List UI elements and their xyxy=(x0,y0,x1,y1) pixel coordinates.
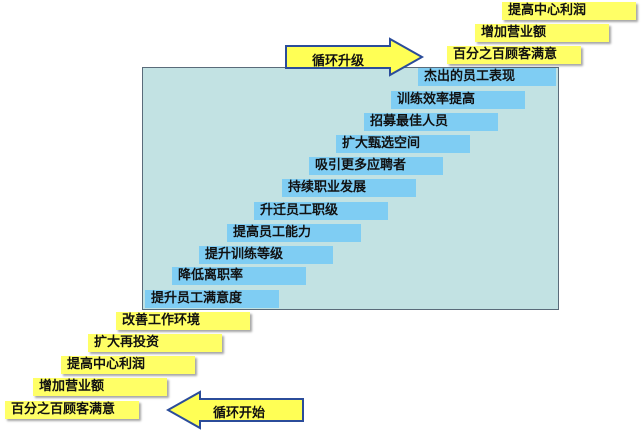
inner-step-2: 降低离职率 xyxy=(172,267,306,285)
inner-step-7: 吸引更多应聘者 xyxy=(309,157,443,175)
start-step-reinvest: 扩大再投资 xyxy=(88,334,222,352)
inner-step-4: 提高员工能力 xyxy=(227,224,361,242)
upgrade-step-customer-satisfaction: 百分之百顾客满意 xyxy=(447,46,581,64)
inner-step-5: 升迁员工职级 xyxy=(254,202,388,220)
upgrade-arrow-shape xyxy=(285,37,425,77)
start-step-raise-profit: 提高中心利润 xyxy=(61,356,195,374)
inner-step-11: 杰出的员工表现 xyxy=(418,68,556,86)
inner-step-10: 训练效率提高 xyxy=(391,91,525,109)
upgrade-step-increase-revenue: 增加营业额 xyxy=(475,24,609,42)
inner-step-1: 提升员工满意度 xyxy=(145,290,279,308)
start-step-increase-revenue: 增加营业额 xyxy=(33,378,167,396)
start-step-improve-environment: 改善工作环境 xyxy=(116,312,250,330)
upgrade-step-raise-profit: 提高中心利润 xyxy=(502,2,636,20)
start-arrow-shape xyxy=(166,390,304,430)
cycle-upgrade-label: 循环升级 xyxy=(312,54,365,69)
inner-step-9: 招募最佳人员 xyxy=(364,113,498,131)
inner-step-3: 提升训练等级 xyxy=(199,246,333,264)
inner-step-6: 持续职业发展 xyxy=(282,179,416,197)
cycle-start-label: 循环开始 xyxy=(213,406,266,421)
arrow-right-icon xyxy=(285,37,425,77)
start-step-customer-satisfaction: 百分之百顾客满意 xyxy=(5,401,139,419)
inner-step-8: 扩大甄选空间 xyxy=(336,135,470,153)
arrow-left-icon xyxy=(166,390,304,430)
